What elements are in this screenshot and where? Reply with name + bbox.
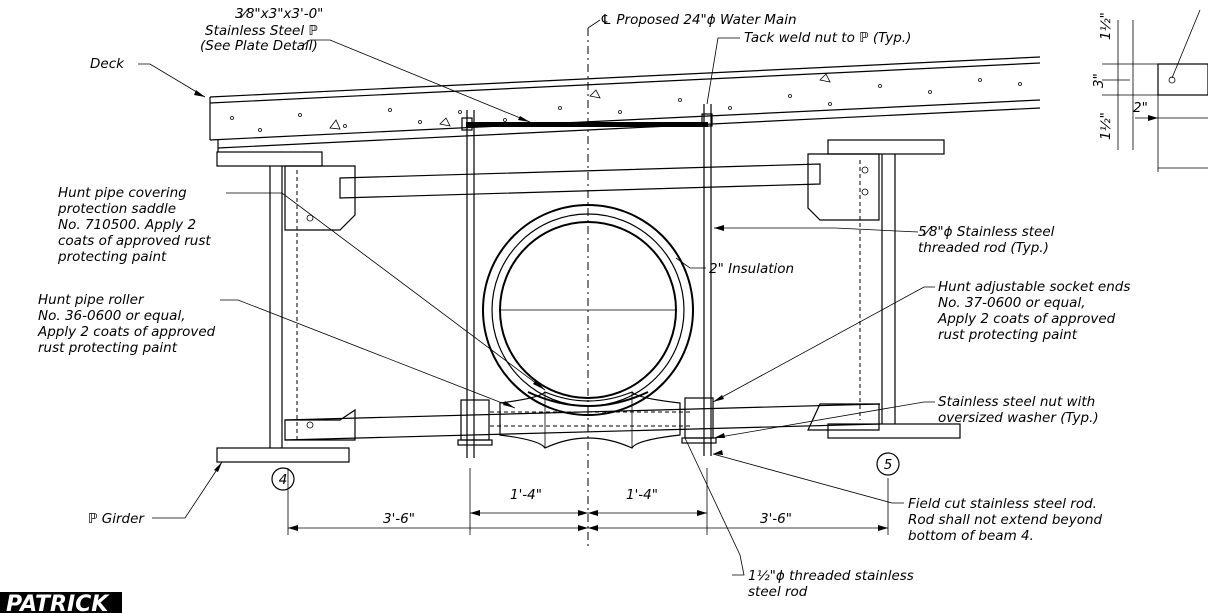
dim-left: 3'-6" [383,511,415,527]
support-plate [461,113,713,131]
patrick-logo: PATRICK [0,592,122,613]
dim-inner-left: 1'-4" [510,487,542,503]
dim-right: 3'-6" [760,511,792,527]
dimension-lines [287,468,889,535]
beam-5-tag [876,452,900,476]
dim-inner-right: 1'-4" [626,487,658,503]
field-label-1: Field cut stainless steel rod. [908,496,1097,512]
saddle-label-2: protection saddle [57,201,176,217]
saddle-label-4: coats of approved rust [58,233,211,249]
roller-label-4: rust protecting paint [38,340,178,356]
beam-5-label: 5 [884,457,893,473]
leader-lines [138,37,935,576]
saddle-label-3: No. 710500. Apply 2 [58,217,196,233]
insulation-label: 2" Insulation [709,261,794,277]
field-label-2: Rod shall not extend beyond [908,512,1103,528]
rod-label-1: 5⁄8"ϕ Stainless steel [918,224,1055,240]
plate-detail [1102,9,1208,172]
threaded-label-1: 1½"ϕ threaded stainless [748,568,914,584]
girder-label: ℙ Girder [88,511,145,527]
nut-label-2: oversized washer (Typ.) [938,410,1099,426]
threaded-label-2: steel rod [748,584,808,600]
detail-dim-a: 1½" [1098,12,1114,40]
deck [209,56,1041,152]
beam-4-label: 4 [279,472,288,488]
pipe-roller [457,391,717,449]
beam-4-tag [271,467,295,491]
rod-label-2: threaded rod (Typ.) [918,240,1049,256]
field-label-3: bottom of beam 4. [908,528,1034,544]
plate-label-3: (See Plate Detail) [200,38,318,54]
plate-label-1: 3⁄8"x3"x3'-0" [235,6,323,22]
detail-dim-c: 1½" [1098,112,1114,140]
socket-label-3: Apply 2 coats of approved [937,311,1116,327]
roller-label-1: Hunt pipe roller [38,292,145,308]
deck-label: Deck [90,56,125,72]
socket-label-2: No. 37-0600 or equal, [938,295,1086,311]
saddle-label-1: Hunt pipe covering [58,185,187,201]
socket-label-4: rust protecting paint [938,327,1078,343]
detail-dim-b: 3" [1091,73,1107,88]
centerline-label: ℄ Proposed 24"ϕ Water Main [600,12,797,28]
logo-text: PATRICK [6,592,110,613]
roller-label-2: No. 36-0600 or equal, [38,308,186,324]
detail-dim-d: 2" [1133,100,1148,116]
socket-label-1: Hunt adjustable socket ends [938,279,1130,295]
tack-weld-label: Tack weld nut to ℙ (Typ.) [744,30,911,46]
saddle-label-5: protecting paint [57,249,167,265]
beam-4 [216,151,356,463]
roller-label-3: Apply 2 coats of approved [37,324,216,340]
nut-label-1: Stainless steel nut with [938,394,1095,410]
plate-label-2: Stainless Steel ℙ [205,23,318,39]
